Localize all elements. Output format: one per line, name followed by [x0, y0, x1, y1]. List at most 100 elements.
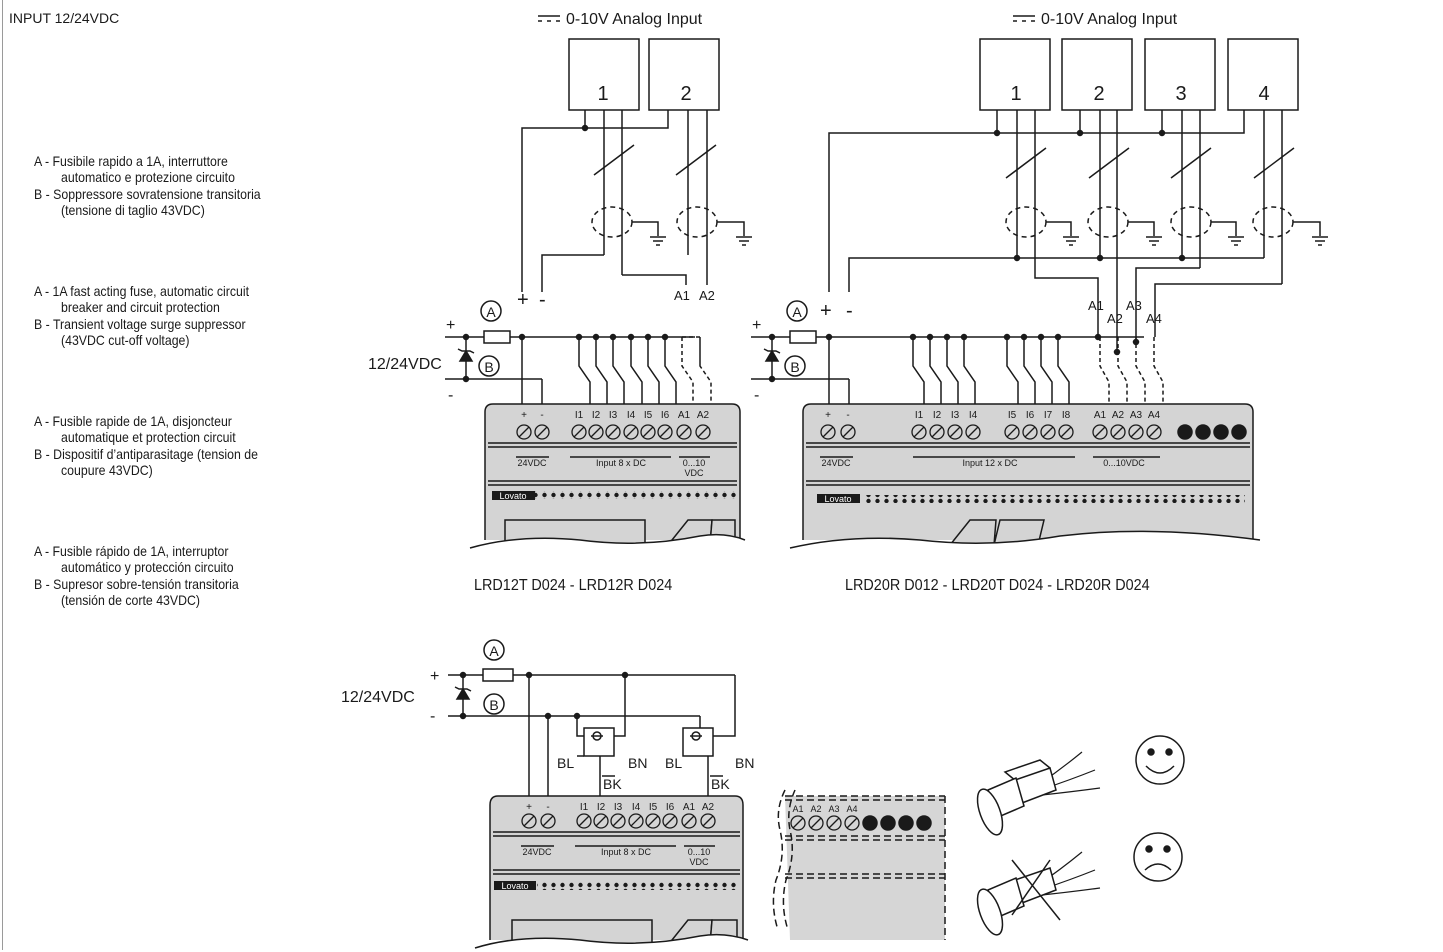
inputs-section-label: Input 8 x DC	[601, 847, 652, 857]
brand-logo: Lovato	[501, 881, 528, 891]
sensor-number: 2	[680, 83, 691, 105]
analog-input-title: 0-10V Analog Input	[566, 11, 703, 28]
analog-section-label: 0...10	[688, 847, 711, 857]
sensor-box	[648, 38, 720, 111]
inputs-section-label: Input 8 x DC	[596, 458, 647, 468]
analog-terminal-label: A1	[674, 288, 690, 303]
fuse-label: A	[486, 304, 496, 320]
supply-voltage-label: 12/24VDC	[368, 356, 442, 373]
page-title: INPUT 12/24VDC	[9, 10, 120, 26]
diagram-3: + - 12/24VDC A B BL BN	[341, 639, 1185, 952]
terminal-label: A2	[702, 802, 715, 813]
wire-label-bk: BK	[711, 776, 730, 792]
note-a: A - Fusible rapide de 1A, disjoncteur	[34, 413, 232, 429]
analog-terminal-label: A2	[699, 288, 715, 303]
brand-logo: Lovato	[824, 494, 851, 504]
analog-terminal-label: A1	[1088, 298, 1104, 313]
label-a-circle	[483, 639, 505, 661]
sensor-wrong-illustration	[976, 851, 1101, 936]
analog-section-label: 0...10VDC	[1103, 458, 1145, 468]
supply-section-label: 24VDC	[821, 458, 851, 468]
terminal-label: I8	[1062, 410, 1071, 421]
terminal-label: I4	[632, 802, 641, 813]
terminal-label: A2	[1112, 410, 1125, 421]
sensor-number: 4	[1258, 83, 1269, 105]
plus-sign: +	[446, 317, 455, 334]
terminal-label: A4	[846, 804, 857, 814]
terminal-label: A4	[1148, 410, 1161, 421]
note-a: A - 1A fast acting fuse, automatic circu…	[34, 283, 250, 299]
wire-label-bl: BL	[665, 755, 682, 771]
suppressor-icon	[455, 687, 471, 700]
sensor-number: 3	[1175, 83, 1186, 105]
smiley-sad-icon	[1133, 832, 1183, 882]
plus-sign: +	[430, 668, 439, 685]
sensor-number: 1	[1010, 83, 1021, 105]
suppressor-label: B	[484, 359, 493, 375]
analog-section-label: VDC	[689, 857, 709, 867]
label-b-circle	[478, 355, 500, 377]
wire-label-bn: BN	[735, 755, 754, 771]
analog-terminal-label: A4	[1146, 311, 1162, 326]
minus-sign: -	[846, 300, 853, 322]
note-b: B - Supresor sobre-tensión transitoria	[34, 576, 239, 592]
terminal-label: +	[526, 802, 532, 813]
input-switches	[909, 292, 1164, 404]
label-a-circle	[786, 300, 808, 322]
supply-section-label: 24VDC	[522, 847, 552, 857]
terminal-label: I5	[644, 410, 653, 421]
note-a: A - Fusible rápido de 1A, interruptor	[34, 543, 229, 559]
minus-sign: -	[539, 289, 546, 311]
minus-sign: -	[754, 387, 759, 404]
screw-terminals	[521, 813, 716, 829]
terminal-label: +	[521, 410, 527, 421]
suppressor-icon	[458, 349, 474, 362]
brand-logo: Lovato	[499, 491, 526, 501]
terminal-label: A1	[1094, 410, 1107, 421]
analog-terminal-label: A3	[1126, 298, 1142, 313]
suppressor-label: B	[790, 359, 799, 375]
sensor-correct-illustration	[976, 751, 1101, 836]
plus-sign: +	[517, 289, 529, 311]
terminal-label: I2	[597, 802, 606, 813]
inputs-section-label: Input 12 x DC	[962, 458, 1018, 468]
sensor-box	[1227, 38, 1299, 111]
analog-terminal-label: A2	[1107, 311, 1123, 326]
fuse-icon	[482, 668, 514, 682]
note-a: A - Fusibile rapido a 1A, interruttore	[34, 153, 228, 169]
ground-icon	[1046, 221, 1328, 246]
terminal-label: A3	[1130, 410, 1143, 421]
terminal-label: I3	[614, 802, 623, 813]
terminal-label: A2	[697, 410, 710, 421]
terminal-label: A1	[792, 804, 803, 814]
supply-section-label: 24VDC	[517, 458, 547, 468]
terminal-label: I6	[666, 802, 675, 813]
screw-terminals	[820, 424, 1162, 440]
analog-terminal-detail: A1 A2 A3 A4	[772, 789, 946, 940]
wire-label-bl: BL	[557, 755, 574, 771]
terminal-label: I3	[951, 410, 960, 421]
note-a-cont: automático y protección circuito	[61, 559, 234, 575]
analog-section-label: 0...10	[683, 458, 706, 468]
terminal-label: A1	[678, 410, 691, 421]
suppressor-label: B	[489, 697, 498, 713]
screw-terminals	[516, 424, 711, 440]
minus-sign: -	[448, 387, 453, 404]
terminal-label: +	[825, 410, 831, 421]
plus-sign: +	[752, 317, 761, 334]
input-switches	[575, 333, 712, 404]
label-b-circle	[784, 355, 806, 377]
label-a-circle	[480, 300, 502, 322]
terminal-label: I1	[575, 410, 584, 421]
terminal-label: -	[846, 410, 849, 421]
sensor-number: 2	[1093, 83, 1104, 105]
plc-device: Lovato	[469, 403, 746, 560]
model-caption: LRD12T D024 - LRD12R D024	[474, 577, 673, 594]
sensor-box	[1144, 38, 1216, 111]
terminal-label: I3	[609, 410, 618, 421]
note-b-cont: (tensión de corte 43VDC)	[61, 592, 201, 608]
analog-section-label: VDC	[684, 468, 704, 478]
terminal-label: I7	[1044, 410, 1053, 421]
note-b-cont: (tensione di taglio 43VDC)	[61, 202, 205, 218]
